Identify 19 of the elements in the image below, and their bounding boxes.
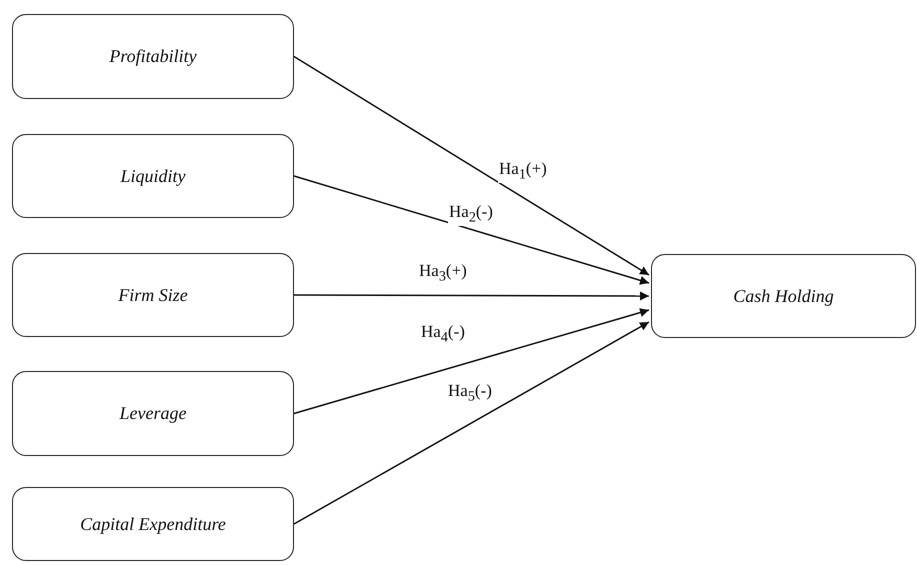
edge-label: Ha$_{1}$(+): [498, 160, 548, 183]
variable-name: Leverage: [120, 403, 186, 424]
arrow: [294, 56, 650, 276]
variable-box: [651, 254, 916, 338]
variable-name: Profitability: [109, 46, 197, 67]
variable-box: [12, 14, 294, 99]
variable-name: Cash Holding: [733, 286, 834, 306]
arrow: [294, 291, 649, 300]
edge-label: Ha$_{2}$(-): [448, 203, 494, 226]
variable-box: [12, 487, 294, 561]
variable-box: [12, 371, 294, 456]
arrow: [294, 321, 650, 525]
variable-box: [12, 134, 294, 218]
variable-name: Liquidity: [120, 166, 186, 186]
arrow: [294, 308, 650, 414]
variable-name: Capital Expenditure: [80, 514, 226, 534]
arrow: [294, 175, 650, 285]
variable-name: Firm Size: [118, 284, 188, 306]
variable-box: [12, 253, 294, 337]
